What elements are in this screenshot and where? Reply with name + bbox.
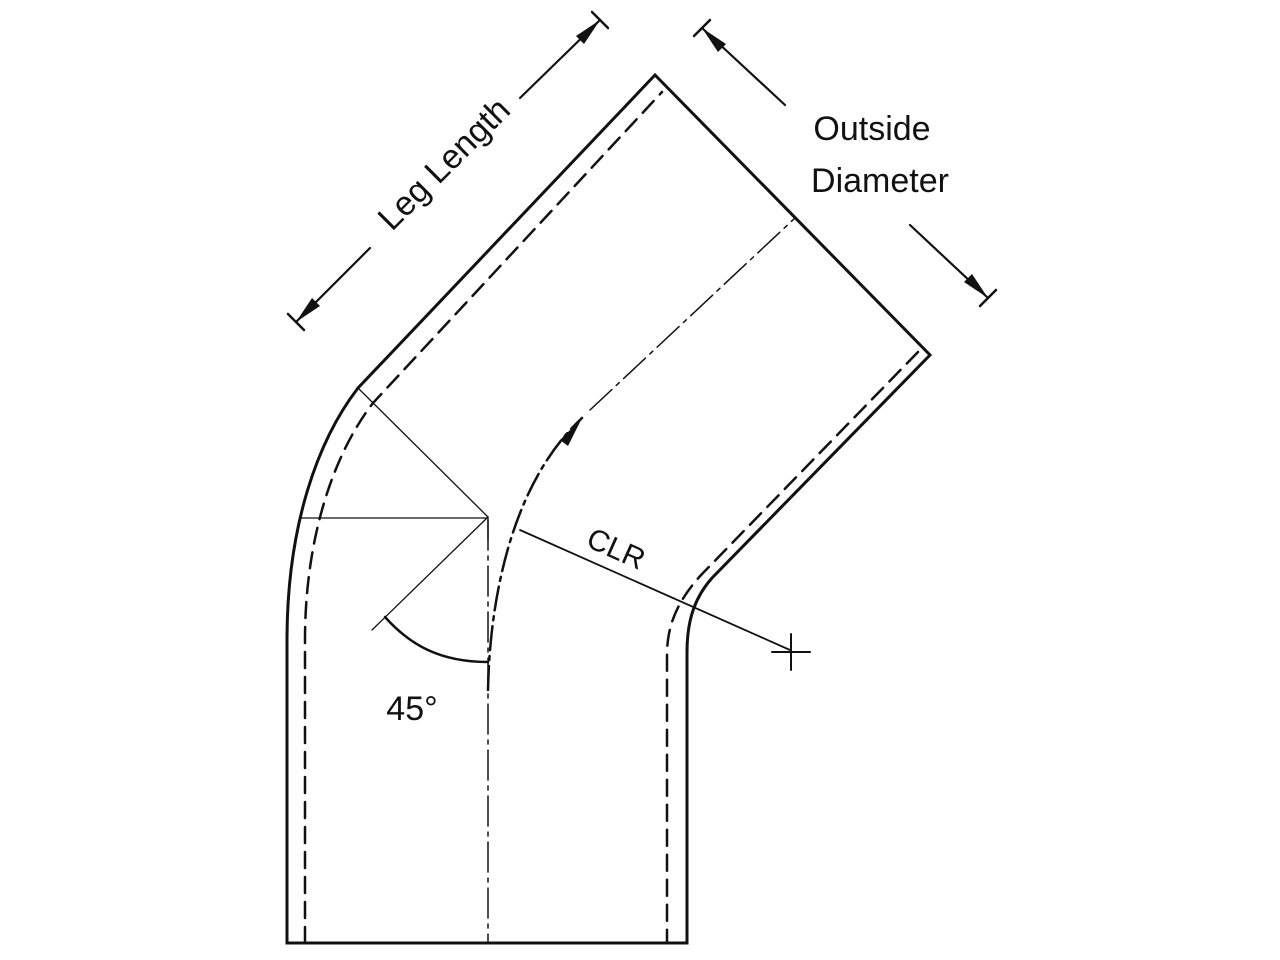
- radial-line-45: [357, 387, 489, 518]
- inner-wall-right: [665, 350, 920, 945]
- leg-length-arrow-b: [576, 20, 600, 44]
- radial-line-diagonal: [371, 516, 489, 631]
- outside-diameter-label-2: Diameter: [811, 162, 949, 200]
- clr-line: [519, 529, 791, 651]
- center-mark-icon: [771, 633, 811, 671]
- centerline-top: [589, 217, 796, 411]
- angle-label: 45°: [386, 690, 437, 728]
- od-arrow-b: [964, 274, 988, 298]
- angle-arc: [383, 615, 490, 664]
- od-arrow-a: [702, 28, 726, 52]
- arrowhead: [560, 418, 582, 446]
- clr-arc: [486, 416, 584, 692]
- outside-diameter-label-1: Outside: [813, 110, 930, 148]
- leg-length-arrow-a: [296, 298, 320, 322]
- leg-length-label: Leg Length: [371, 91, 518, 238]
- clr-label: CLR: [582, 522, 650, 577]
- inner-wall-left: [303, 90, 664, 945]
- tube-outline: [285, 72, 933, 945]
